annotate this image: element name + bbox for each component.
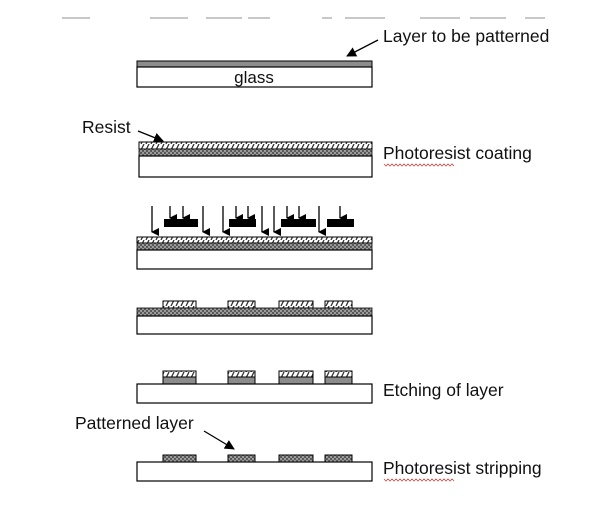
resist-block xyxy=(278,300,314,309)
photoresist-coating-label: Photoresist coating xyxy=(383,143,532,163)
step-development xyxy=(136,300,373,335)
step-coating: Resist Photoresist coating xyxy=(82,117,532,178)
spellcheck-underline xyxy=(383,163,455,167)
patterned-layer-pointer-arrow xyxy=(203,430,235,450)
patterned-layer-label: Patterned layer xyxy=(75,413,194,433)
glass-substrate xyxy=(136,249,373,270)
layer-pointer-arrow xyxy=(346,39,379,57)
patterned-layer-full xyxy=(136,242,373,251)
patterned-layer-block xyxy=(162,454,197,463)
mask-block xyxy=(164,219,198,227)
mask-block xyxy=(229,219,256,227)
resist-layer xyxy=(136,236,373,244)
mask-block xyxy=(281,219,316,227)
step-substrate: glass Layer to be patterned xyxy=(136,26,549,88)
step-etching: Etching of layer xyxy=(136,370,504,404)
patterned-layer-full xyxy=(136,307,373,317)
step-exposure xyxy=(136,206,373,270)
resist-label: Resist xyxy=(82,117,131,137)
etching-of-layer-label: Etching of layer xyxy=(383,380,504,400)
patterned-layer-full xyxy=(138,148,373,157)
resist-block xyxy=(324,300,353,309)
exposure-arrows xyxy=(151,206,347,236)
glass-substrate xyxy=(136,315,373,335)
glass-substrate xyxy=(136,66,373,88)
resist-pointer-arrow xyxy=(137,130,164,143)
patterned-layer-block xyxy=(324,454,353,463)
step-stripping: Patterned layer Photoresist stripping xyxy=(75,413,542,482)
resist-layer xyxy=(138,141,373,150)
layer-to-be-patterned xyxy=(136,60,373,68)
layer-to-be-patterned-label: Layer to be patterned xyxy=(383,26,549,46)
resist-block xyxy=(227,300,256,309)
glass-substrate xyxy=(138,155,373,178)
patterned-layer-block xyxy=(227,454,256,463)
etched-stack xyxy=(162,370,353,385)
glass-substrate xyxy=(136,461,373,482)
photoresist-stripping-label: Photoresist stripping xyxy=(383,458,542,478)
patterned-layer-block xyxy=(278,454,314,463)
cropped-text-residue xyxy=(62,17,545,19)
resist-block xyxy=(162,300,197,309)
mask-block xyxy=(327,219,354,227)
glass-label: glass xyxy=(234,68,274,87)
glass-substrate xyxy=(136,383,373,404)
photomask xyxy=(164,219,354,227)
spellcheck-underline xyxy=(383,478,455,482)
